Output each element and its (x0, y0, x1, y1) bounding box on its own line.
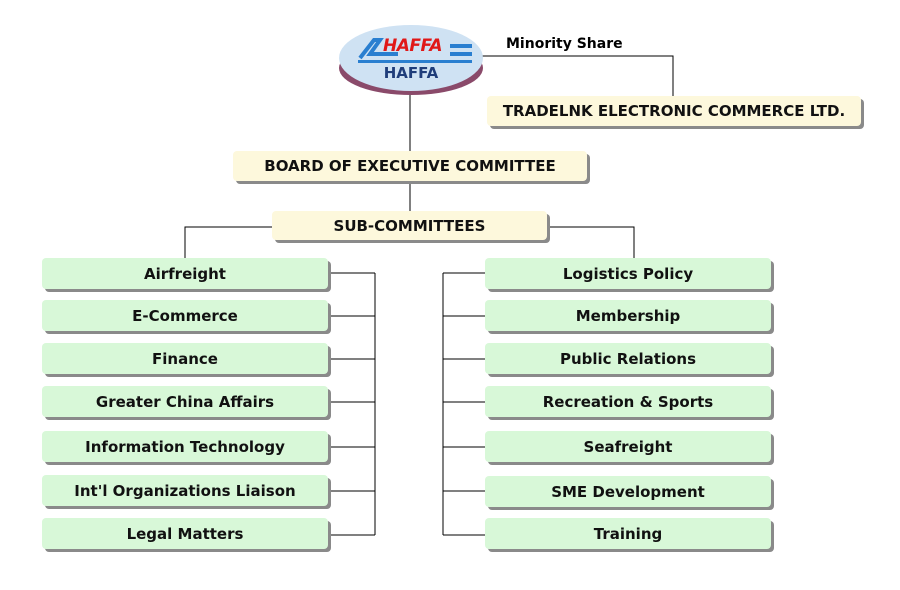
committee-finance: Finance (42, 343, 328, 374)
committee-seafreight: Seafreight (485, 431, 771, 462)
committee-legal: Legal Matters (42, 518, 328, 549)
committee-airfreight: Airfreight (42, 258, 328, 289)
committee-intl-liaison: Int'l Organizations Liaison (42, 475, 328, 506)
board-box: BOARD OF EXECUTIVE COMMITTEE (233, 151, 587, 181)
logo-name: HAFFA (383, 64, 439, 82)
minority-share-label: Minority Share (506, 36, 623, 52)
logo-mark: HAFFA (383, 36, 443, 56)
sub-committees-box: SUB-COMMITTEES (272, 211, 547, 240)
committee-membership: Membership (485, 300, 771, 331)
committee-e-commerce: E-Commerce (42, 300, 328, 331)
committee-public-relations: Public Relations (485, 343, 771, 374)
committee-it: Information Technology (42, 431, 328, 462)
tradelink-box: TRADELNK ELECTRONIC COMMERCE LTD. (487, 96, 861, 126)
committee-logistics-policy: Logistics Policy (485, 258, 771, 289)
committee-training: Training (485, 518, 771, 549)
committee-recreation-sports: Recreation & Sports (485, 386, 771, 417)
haffa-logo: HAFFA HAFFA (338, 24, 484, 96)
committee-sme: SME Development (485, 476, 771, 507)
committee-greater-china: Greater China Affairs (42, 386, 328, 417)
